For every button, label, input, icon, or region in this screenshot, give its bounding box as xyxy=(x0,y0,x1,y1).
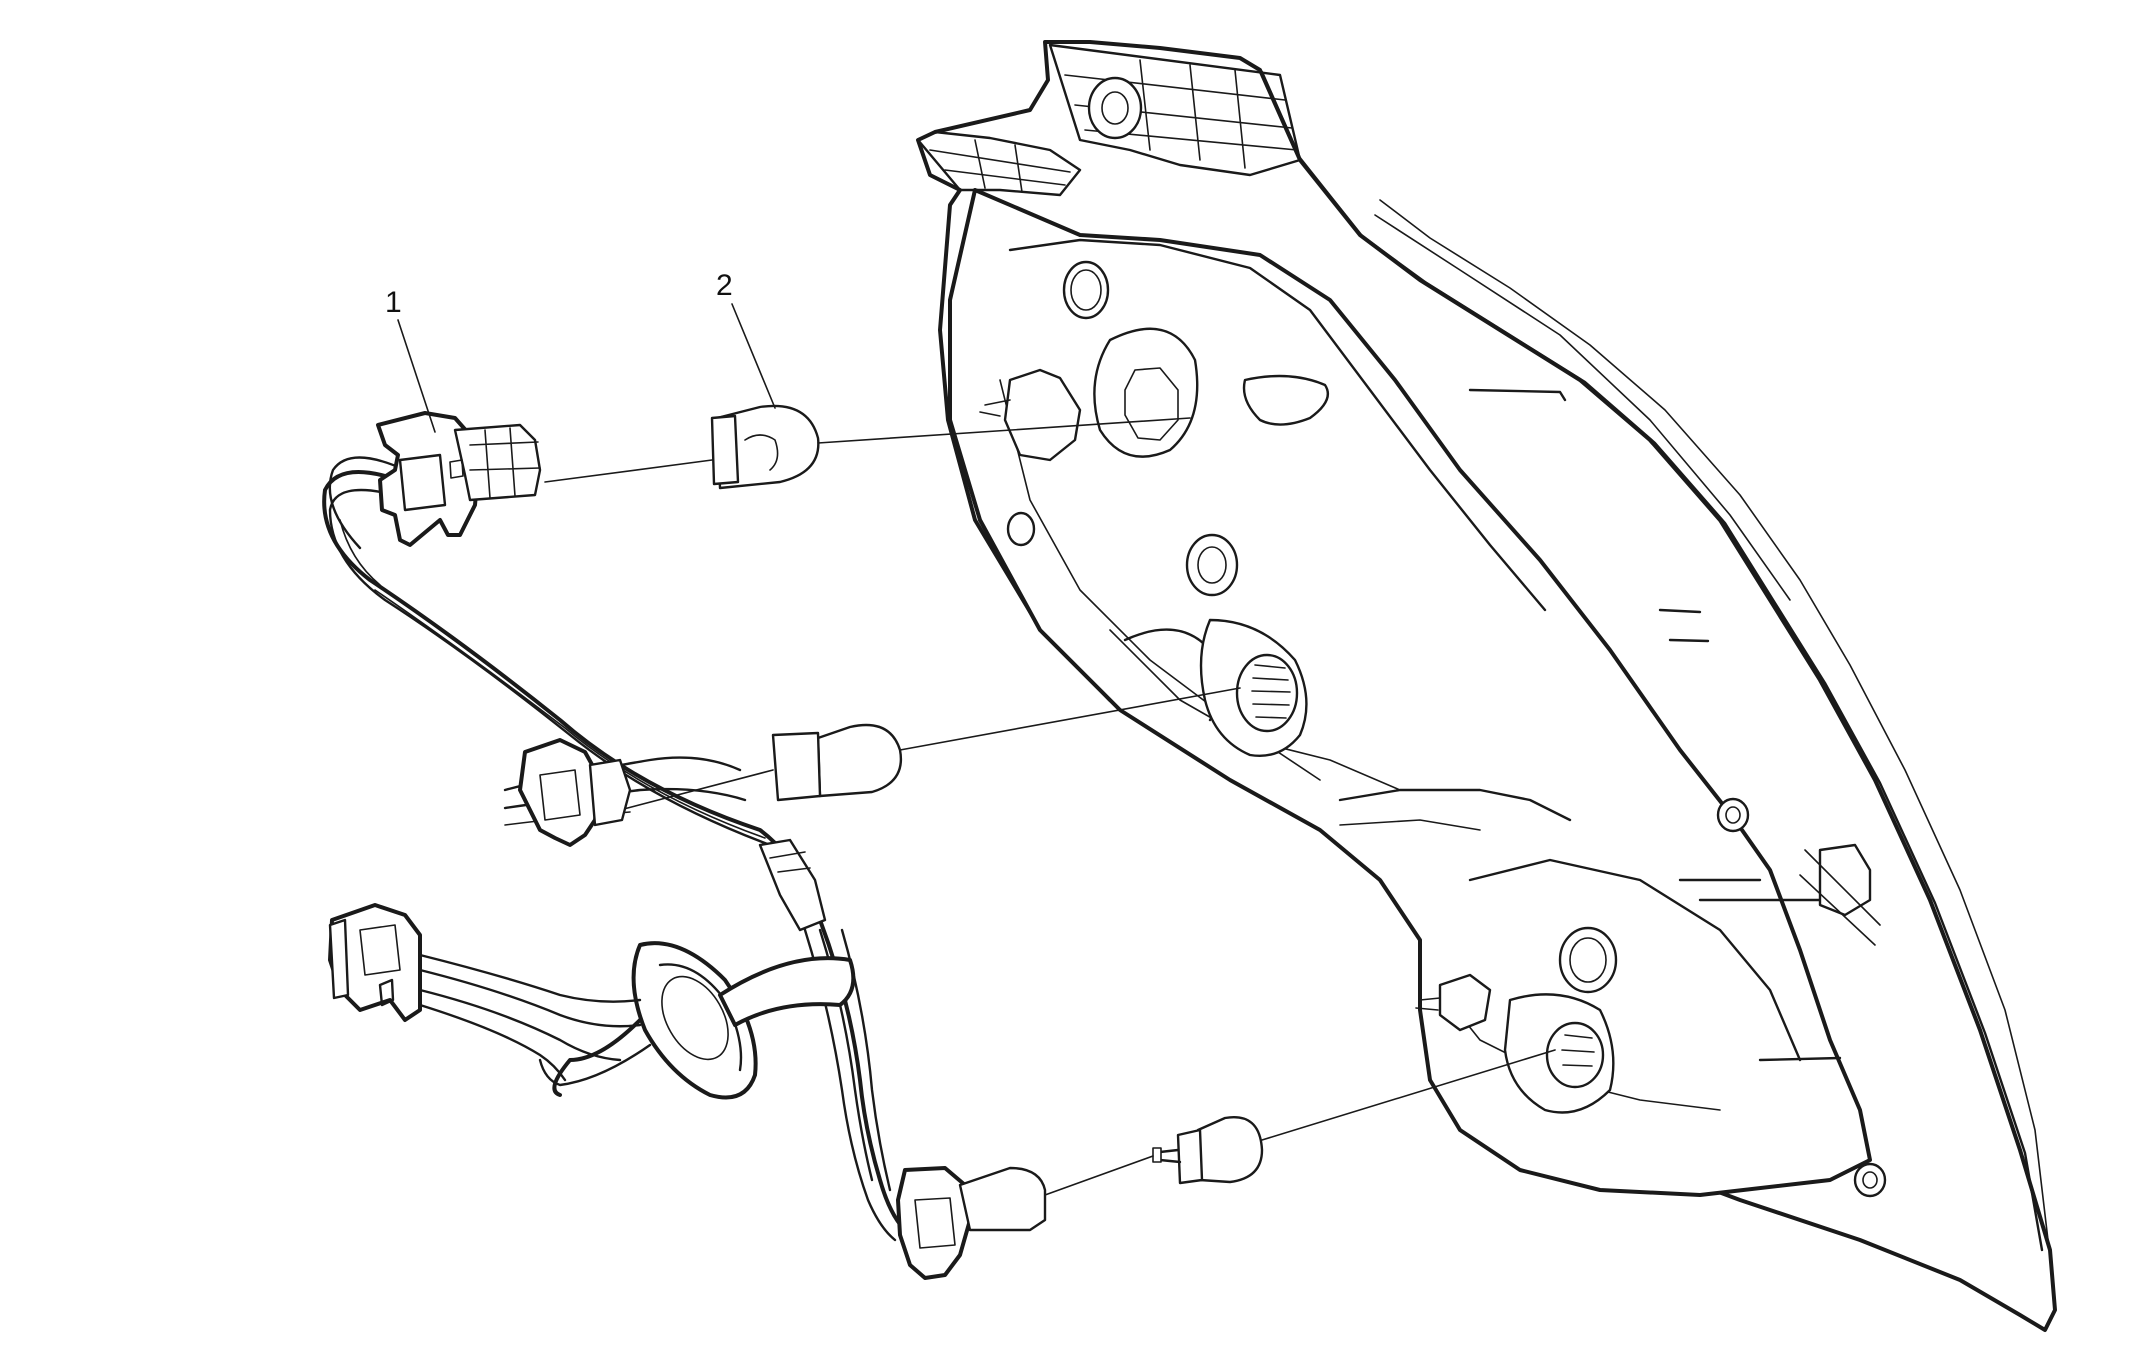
bulb-lower xyxy=(1152,1116,1264,1185)
bulb xyxy=(710,404,820,490)
tail-lamp-housing xyxy=(916,40,2057,1332)
callout-2: 2 xyxy=(716,269,776,409)
callout-2-label: 2 xyxy=(716,269,733,302)
callout-1: 1 xyxy=(385,286,436,433)
bulb-socket-lower xyxy=(896,1166,1047,1280)
callout-1-label: 1 xyxy=(385,286,402,319)
bulb-socket-middle xyxy=(518,738,632,847)
harness-connector xyxy=(328,903,422,1022)
wiring-harness xyxy=(322,456,907,1242)
bulb-middle xyxy=(771,723,903,802)
bulb-socket xyxy=(376,411,542,547)
